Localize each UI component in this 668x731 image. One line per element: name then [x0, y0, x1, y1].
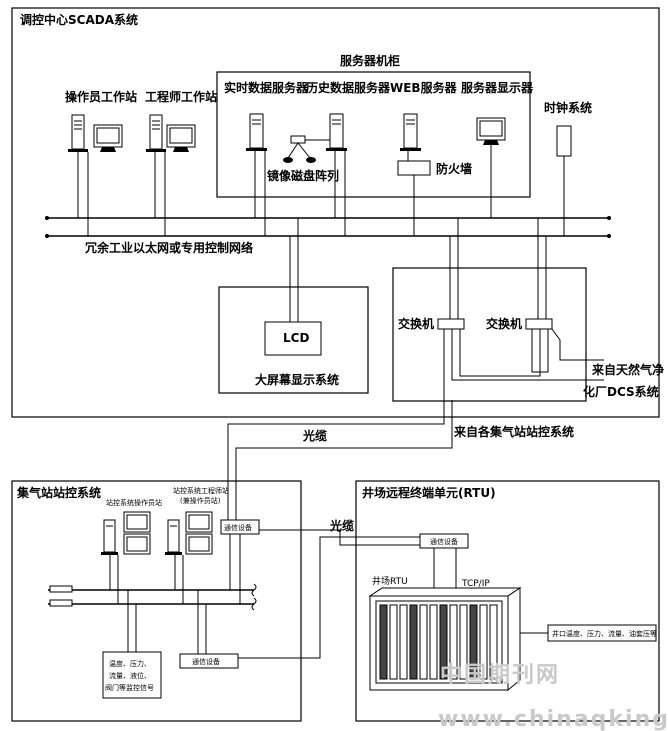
rtu-title: 井场远程终端单元(RTU) [362, 485, 496, 500]
web-server-label: WEB服务器 [390, 80, 458, 95]
rtu-module-slot [389, 604, 398, 680]
server-display-icon [476, 117, 506, 145]
fiber-links [227, 400, 453, 659]
gather-signal-label-3: 阀门等监控信号 [105, 683, 154, 692]
gather-operator-ws-label: 站控系统操作员站 [106, 498, 162, 507]
lcd-network-links [289, 218, 299, 322]
gather-comm-lower-label: 通信设备 [192, 657, 220, 666]
engineer-workstation-label: 工程师工作站 [145, 89, 217, 104]
firewall-box [397, 160, 431, 176]
from-gather-stations-label: 来自各集气站站控系统 [453, 424, 574, 439]
rtu-signal-box [547, 624, 657, 642]
engineer-workstation-icon [146, 114, 196, 152]
gather-station-box [11, 480, 302, 722]
dcs-source-label-2: 化厂DCS系统 [583, 384, 659, 399]
realtime-server-icon [246, 113, 267, 151]
switch1-label: 交换机 [398, 316, 434, 331]
switch2-label: 交换机 [486, 316, 522, 331]
web-server-icon [400, 113, 421, 151]
gather-engineer-workstation-icon [165, 511, 213, 555]
lcd-label: LCD [283, 331, 309, 345]
rtu-module-slot [379, 604, 388, 680]
server-cabinet-box [216, 71, 531, 198]
operator-workstation-label: 操作员工作站 [65, 89, 137, 104]
fiber-label-lower: 光缆 [329, 518, 354, 533]
big-screen-system-box [218, 286, 369, 394]
scada-control-center-box [11, 7, 660, 418]
rtu-device-label: 井场RTU [372, 575, 408, 587]
gather-bus-terminators [49, 585, 73, 607]
rtu-module-slot [449, 604, 458, 680]
big-screen-label: 大屏幕显示系统 [255, 372, 339, 387]
rtu-comm-label: 通信设备 [430, 537, 458, 546]
operator-workstation-icon [68, 114, 123, 152]
rtu-comm-links [433, 548, 457, 592]
dcs-source-label-1: 来自天然气净 [591, 362, 664, 377]
gather-comm-upper-label: 通信设备 [224, 523, 252, 532]
clock-system-icon [556, 125, 572, 157]
realtime-server-label: 实时数据服务器 [224, 80, 309, 95]
mirror-disk-array-icon [283, 135, 330, 163]
rtu-signal-label: 井口温度、压力、流量、油套压等 [552, 629, 657, 638]
rtu-module-slot [489, 604, 498, 680]
server-cabinet-label: 服务器机柜 [340, 53, 400, 68]
gather-signal-label-1: 温度、压力、 [109, 659, 151, 668]
watermark-text-url: www.chinaqking.com [438, 707, 668, 731]
rtu-module-slot [439, 604, 448, 680]
rtu-module-slots [379, 604, 498, 680]
rtu-module-slot [459, 604, 468, 680]
rtu-module-slot [409, 604, 418, 680]
rtu-module-slot [399, 604, 408, 680]
tcpip-label: TCP/IP [461, 579, 490, 589]
gather-station-title: 集气站站控系统 [16, 485, 101, 500]
rtu-module-slot [469, 604, 478, 680]
switch-links [443, 218, 604, 400]
server-display-label: 服务器显示器 [461, 80, 534, 95]
history-server-label: 历史数据服务器 [306, 80, 391, 95]
rtu-module-slot [419, 604, 428, 680]
fiber-label-upper: 光缆 [302, 428, 327, 443]
gather-engineer-ws-label-2: (兼操作员站) [180, 496, 221, 505]
gather-network-bus [48, 534, 257, 654]
gather-signal-label-2: 流量、液位、 [109, 671, 151, 680]
device-network-drops [77, 145, 565, 236]
mirror-disk-array-label: 镜像磁盘阵列 [267, 168, 339, 183]
lcd-box [264, 321, 322, 356]
redundant-network-bus [45, 216, 611, 238]
rtu-module-slot [429, 604, 438, 680]
switch1-icon [437, 318, 465, 330]
switch2-icon [525, 318, 553, 330]
gather-operator-workstation-icon [101, 511, 151, 555]
clock-system-label: 时钟系统 [544, 100, 592, 115]
scada-title: 调控中心SCADA系统 [20, 12, 138, 27]
firewall-label: 防火墙 [436, 161, 472, 176]
gather-comm-lower-box [179, 653, 239, 669]
rtu-module-slot [479, 604, 488, 680]
network-label: 冗余工业以太网或专用控制网络 [85, 240, 253, 255]
switch-area-box [392, 267, 587, 402]
gather-engineer-ws-label-1: 站控系统工程师站 [173, 486, 229, 495]
rtu-box [355, 480, 660, 722]
history-server-icon [326, 113, 347, 151]
watermark-text-cn: 中国期刊网 [440, 663, 560, 688]
rtu-comm-box [419, 533, 469, 549]
gather-signal-box [102, 651, 162, 699]
